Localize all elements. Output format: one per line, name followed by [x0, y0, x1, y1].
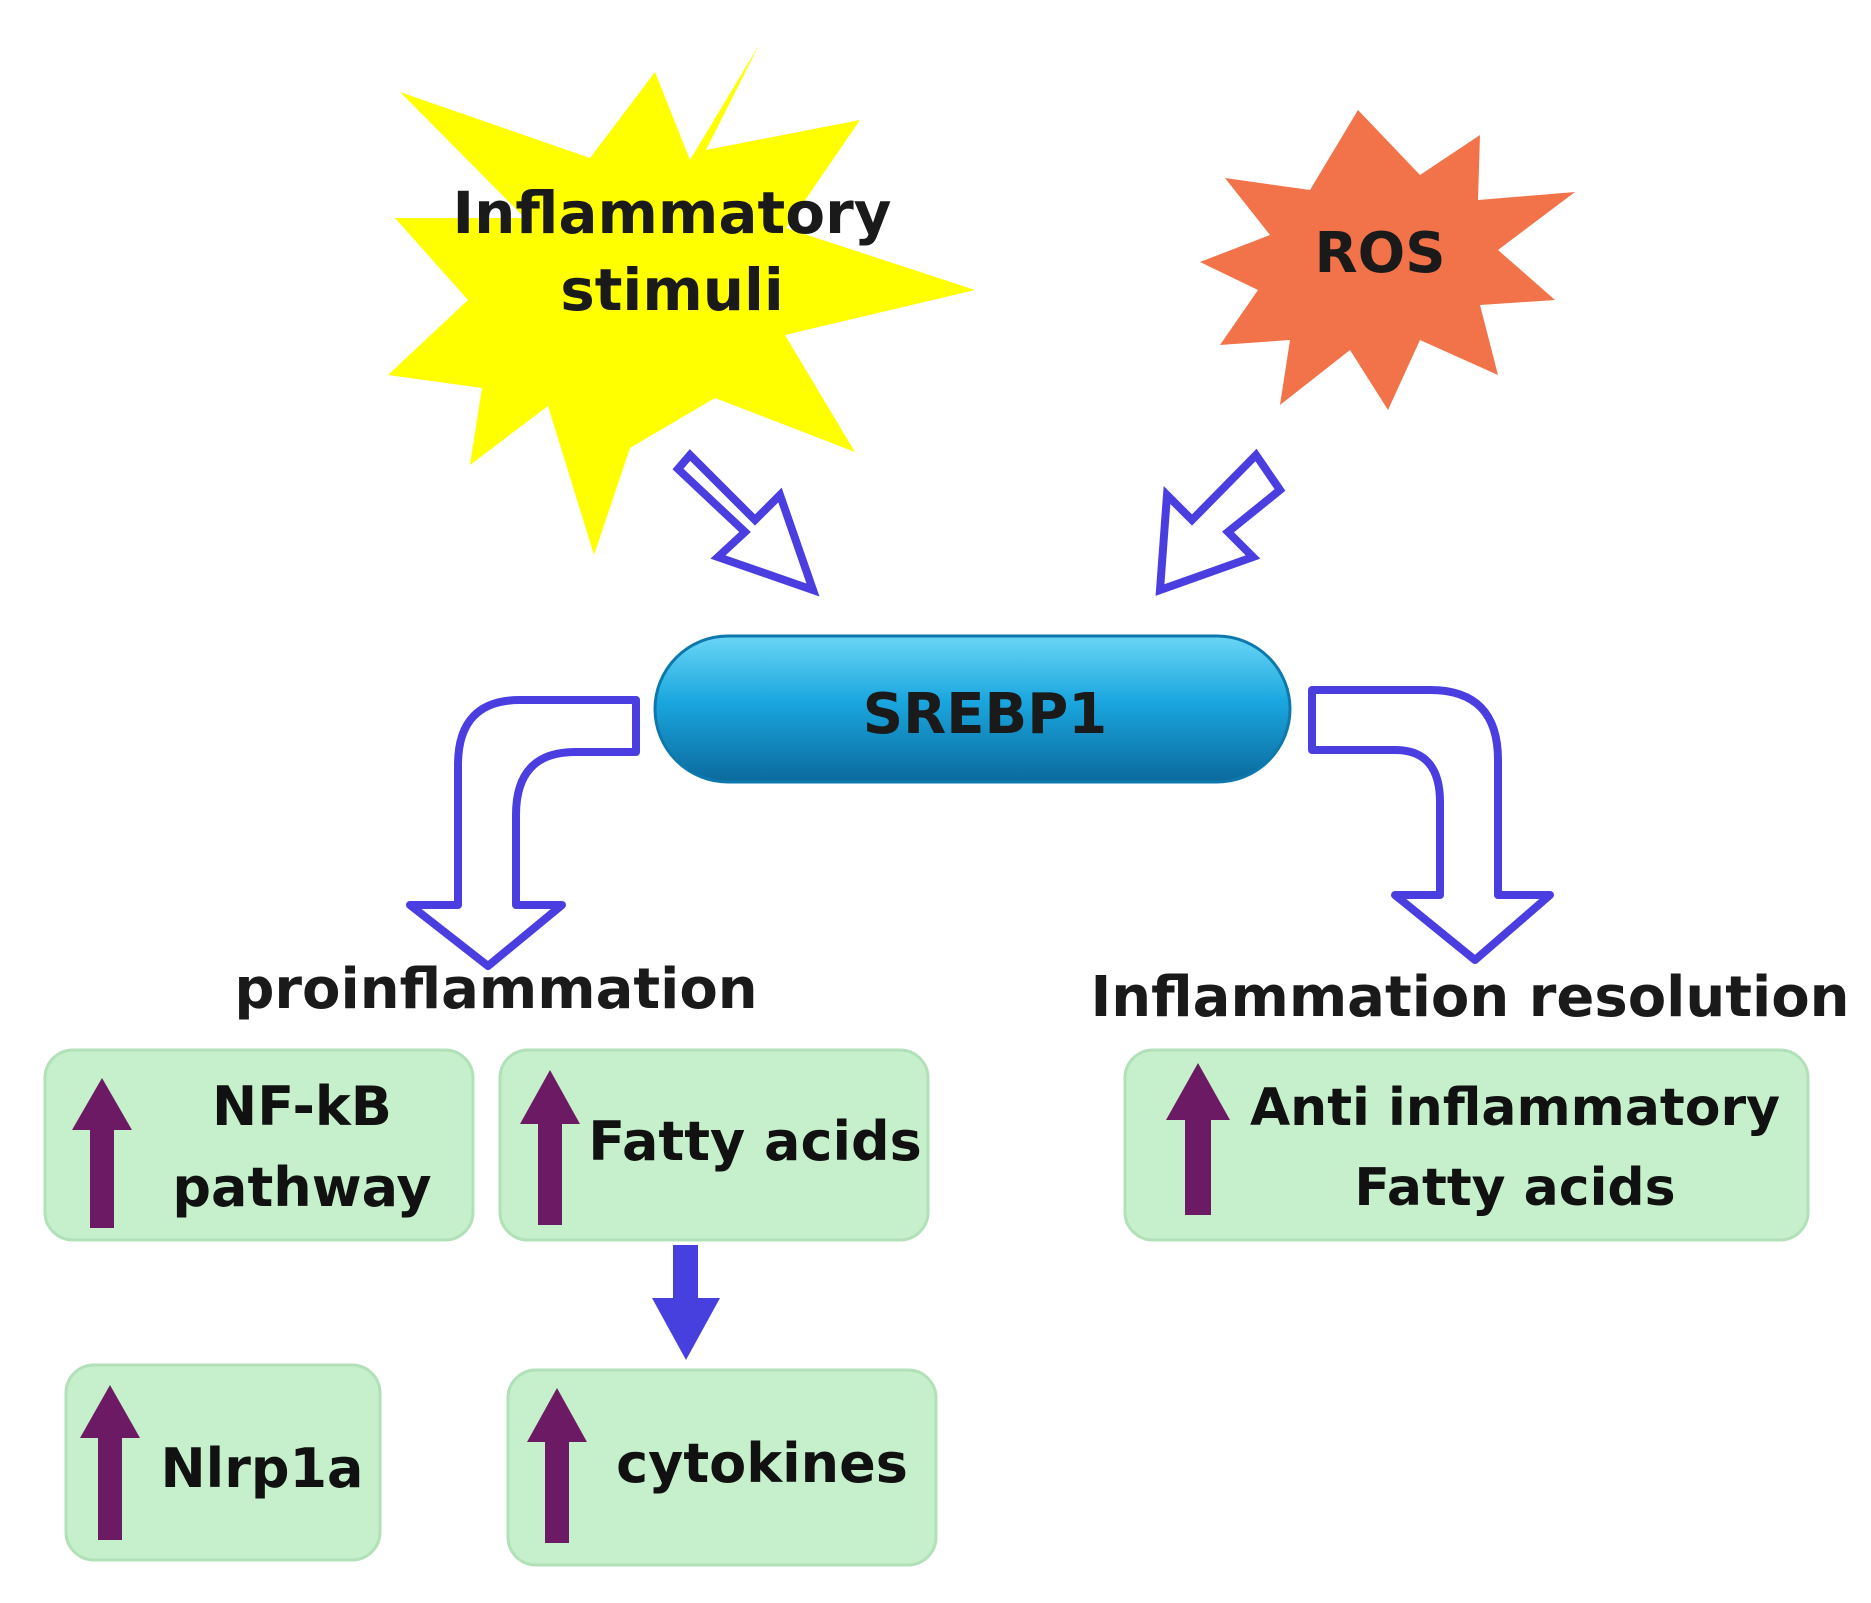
- cytokines-box: cytokines: [506, 1368, 938, 1567]
- fatty-acids-label: Fatty acids: [588, 1110, 922, 1173]
- proinflammation-title: proinflammation: [234, 957, 757, 1022]
- up-arrow-icon: [520, 1070, 580, 1225]
- ros-to-srebp1-arrow-icon: [1155, 448, 1286, 596]
- up-arrow-icon: [80, 1385, 140, 1540]
- nlrp1a-box-bg: [64, 1363, 382, 1562]
- cytokines-box-bg: [506, 1368, 938, 1567]
- ros-node: ROS: [1200, 110, 1575, 410]
- anti-inflammatory-label-line2: Fatty acids: [1354, 1158, 1675, 1218]
- nfkb-box-bg: [43, 1048, 475, 1242]
- fatty-acids-to-cytokines-arrow-icon: [652, 1245, 720, 1360]
- fatty-acids-box: Fatty acids: [498, 1048, 930, 1242]
- up-arrow-icon: [1166, 1063, 1230, 1215]
- cytokines-label: cytokines: [616, 1432, 908, 1495]
- inflammatory-to-srebp1-arrow-icon: [672, 449, 820, 597]
- anti-inflammatory-box-bg: [1123, 1048, 1810, 1242]
- srebp1-to-resolution-arrow-icon: [1308, 686, 1554, 964]
- anti-inflammatory-label-line1: Anti inflammatory: [1250, 1078, 1780, 1138]
- inflammatory-starburst-icon: [388, 45, 975, 555]
- up-arrow-icon: [72, 1078, 132, 1228]
- nfkb-label-line1: NF-kB: [212, 1075, 392, 1138]
- inflammation-resolution-title: Inflammation resolution: [1090, 965, 1849, 1030]
- anti-inflammatory-box: Anti inflammatory Fatty acids: [1123, 1048, 1810, 1242]
- up-arrow-icon: [527, 1388, 587, 1543]
- srebp1-to-proinflammation-arrow-icon: [406, 696, 640, 970]
- inflammatory-label-line1: Inflammatory: [453, 179, 892, 247]
- srebp1-node: SREBP1: [653, 634, 1292, 784]
- inflammatory-stimuli-node: Inflammatory stimuli: [388, 45, 975, 555]
- ros-starburst-icon: [1200, 110, 1575, 410]
- nfkb-label-line2: pathway: [172, 1156, 431, 1219]
- nlrp1a-label: Nlrp1a: [160, 1437, 363, 1500]
- inflammatory-label-line2: stimuli: [560, 256, 784, 324]
- nlrp1a-box: Nlrp1a: [64, 1363, 382, 1562]
- nfkb-box: NF-kB pathway: [43, 1048, 475, 1242]
- fatty-acids-box-bg: [498, 1048, 930, 1242]
- srebp1-capsule: [653, 634, 1292, 784]
- ros-label: ROS: [1314, 221, 1445, 286]
- srebp1-label: SREBP1: [863, 682, 1107, 747]
